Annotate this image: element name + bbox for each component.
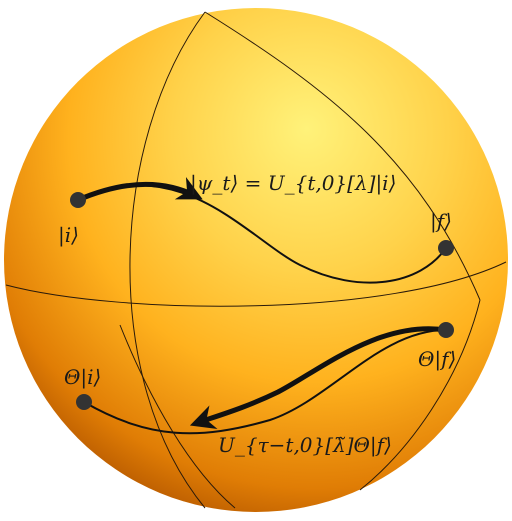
meridian-front — [129, 11, 206, 509]
meridian-back — [204, 11, 481, 301]
point-theta-f — [438, 322, 454, 338]
reverse-trajectory-curve — [83, 329, 447, 435]
reverse-arrow — [189, 326, 447, 430]
sphere-grid — [5, 11, 507, 509]
meridian-lower — [119, 324, 236, 509]
point-theta-i — [76, 394, 92, 410]
point-f — [438, 240, 454, 256]
forward-arrow — [77, 176, 203, 203]
label-f: |f⟩ — [430, 209, 452, 234]
point-i — [70, 192, 86, 208]
sphere — [4, 8, 508, 512]
label-psi-t: |ψ_t⟩ = U_{t,0}[λ]|i⟩ — [190, 171, 396, 196]
meridian-lower-right — [359, 299, 481, 491]
label-reverse-evolution: U_{τ−t,0}[λ̃]Θ|f⟩ — [218, 433, 392, 458]
label-theta-i: Θ|i⟩ — [64, 365, 101, 390]
label-theta-f: Θ|f⟩ — [418, 347, 456, 372]
label-i: |i⟩ — [58, 223, 79, 248]
equator-line — [5, 261, 507, 307]
